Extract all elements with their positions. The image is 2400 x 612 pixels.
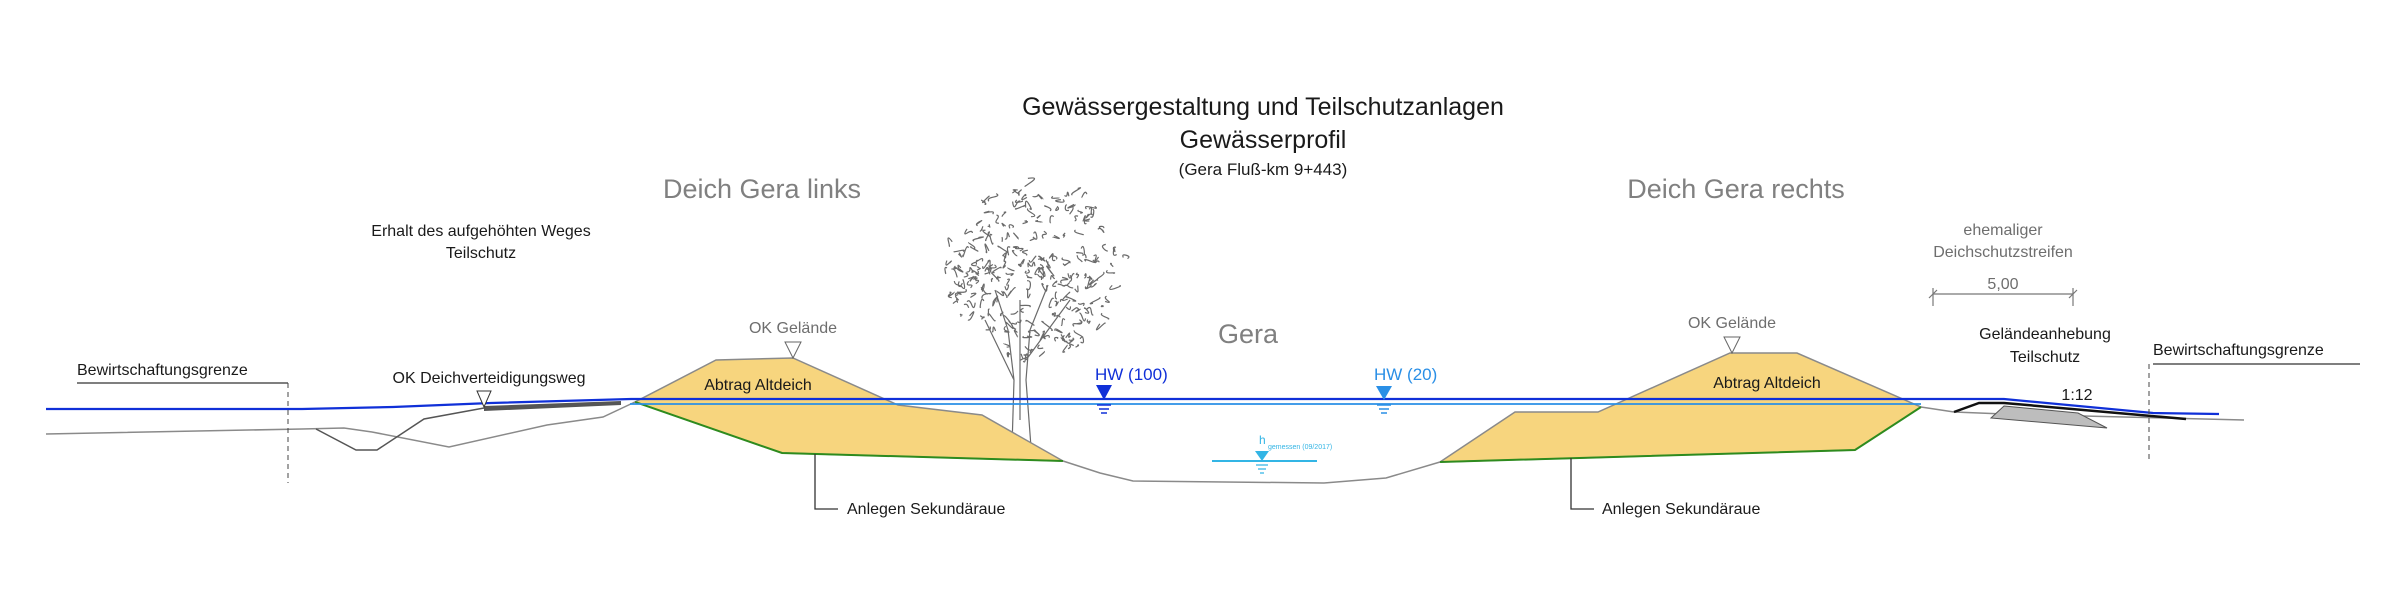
terrain-raise-label-2: Teilschutz [2010,349,2080,366]
ok-terrain-left-label: OK Gelände [749,320,837,337]
terrain-raise-line [1953,401,2187,421]
title-line1: Gewässergestaltung und Teilschutzanlagen [1022,93,1504,121]
boundary-right-label: Bewirtschaftungsgrenze [2153,342,2324,359]
measured-water-marker-icon [1255,451,1269,474]
terrain-raise-area [1989,405,2108,429]
dike-right-removal-area [1437,352,1923,463]
ok-terrain-right-marker-icon [1723,336,1741,355]
dimension-label: 5,00 [1987,276,2018,293]
floodplain-left-leader [814,454,838,510]
floodplain-left-label: Anlegen Sekundäraue [847,501,1005,518]
riverbed-line [1062,460,1441,484]
river-label: Gera [1218,319,1279,349]
hw20-marker-icon [1376,386,1392,414]
slope-label: 1:12 [2061,387,2092,404]
ok-dike-road-label: OK Deichverteidigungsweg [393,370,586,387]
title-line2: Gewässerprofil [1180,126,1347,154]
dike-road [484,401,621,411]
floodplain-right-label: Anlegen Sekundäraue [1602,501,1760,518]
erhalt-label-2: Teilschutz [446,245,516,262]
dimension-line [1928,288,2078,306]
former-strip-label-1: ehemaliger [1963,222,2043,239]
dike-left-removal-label: Abtrag Altdeich [704,377,812,394]
ground-line-left [45,401,636,448]
tree-icon [944,177,1130,448]
secondary-floodplain-left-line [634,401,1064,462]
boundary-left-label: Bewirtschaftungsgrenze [77,362,248,379]
former-strip-label-2: Deichschutzstreifen [1933,244,2073,261]
floodplain-right-leader [1570,458,1594,510]
section-left-title: Deich Gera links [663,174,861,204]
terrain-raise-label-1: Geländeanhebung [1979,326,2111,343]
hw100-marker-icon [1096,385,1112,414]
ok-terrain-right-label: OK Gelände [1688,315,1776,332]
ground-line-right [1920,406,2245,421]
secondary-floodplain-right-line [1439,406,1922,463]
measured-water-label: h [1259,433,1266,447]
ok-terrain-left-marker-icon [784,341,802,360]
measured-water-sublabel: gemessen (09/2017) [1268,444,1332,451]
title-line3: (Gera Fluß-km 9+443) [1179,160,1348,179]
hw100-label: HW (100) [1095,365,1168,384]
erhalt-label-1: Erhalt des aufgehöhten Weges [371,223,590,240]
section-right-title: Deich Gera rechts [1627,174,1845,204]
ditch-line [315,407,485,451]
dike-left-removal-area [633,357,1064,462]
dike-right-removal-label: Abtrag Altdeich [1713,375,1821,392]
ok-dike-road-marker-icon [476,390,492,409]
hw20-label: HW (20) [1374,365,1437,384]
hw100-line [46,397,2220,416]
